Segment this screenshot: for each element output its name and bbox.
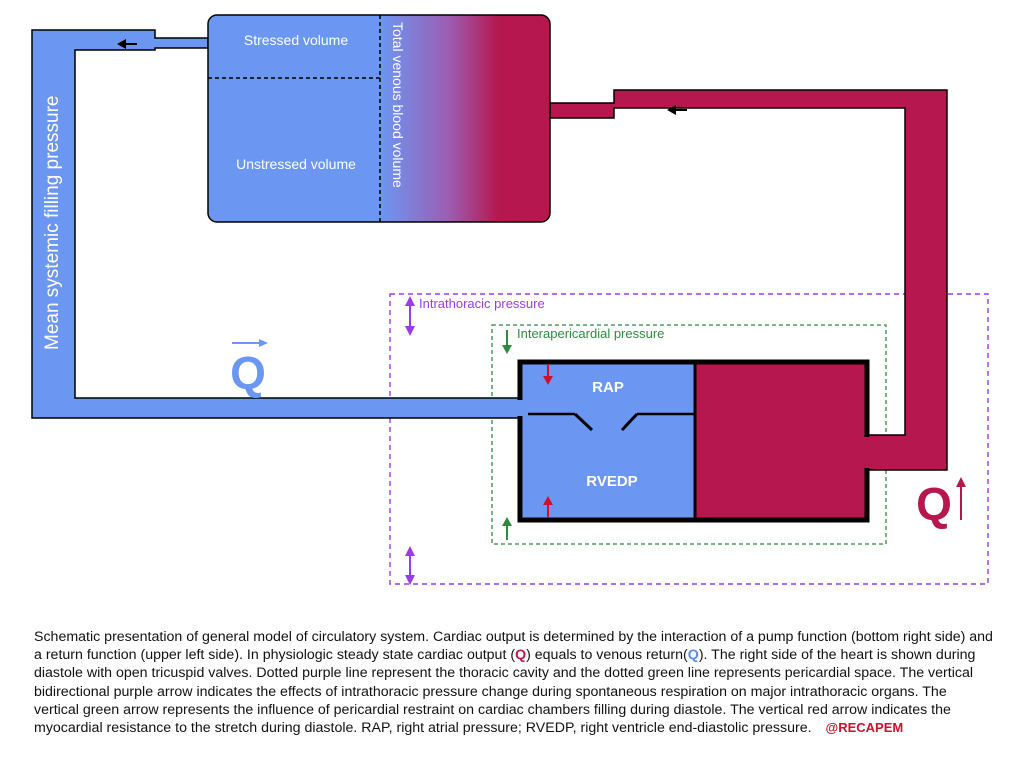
- bidirectional-arrow-icon: [405, 296, 415, 336]
- tricuspid-valve-left-leaflet: [573, 412, 594, 432]
- rap-label: RAP: [592, 379, 624, 396]
- right-arrow-icon: [232, 339, 268, 347]
- author-handle: @RECAPEM: [825, 720, 904, 736]
- up-arrow-icon: [543, 496, 553, 517]
- right-ventricle-chamber: [695, 362, 867, 520]
- caption-text: ) equals to venous return(: [526, 647, 688, 664]
- rvedp-label: RVEDP: [586, 473, 637, 490]
- caption-text: Schematic presentation of general model …: [34, 629, 993, 664]
- caption-text: ). The right side of the heart is shown …: [34, 647, 976, 737]
- left-arrow-icon: [117, 39, 137, 49]
- bidirectional-arrow-icon: [405, 546, 415, 585]
- up-arrow-icon: [956, 477, 966, 520]
- circulatory-model-diagram: Stressed volume Unstressed volume Total …: [31, 14, 989, 585]
- thoracic-cavity-outline: [389, 293, 989, 585]
- up-arrow-icon: [502, 517, 512, 540]
- caption-venous-return-symbol: Q: [687, 647, 699, 664]
- caption-cardiac-output-symbol: Q: [515, 647, 527, 664]
- venous-inflow-opening: [512, 400, 528, 416]
- down-arrow-icon: [502, 330, 512, 354]
- figure-caption: Schematic presentation of general model …: [34, 628, 994, 737]
- intrathoracic-pressure-label: Intrathoracic pressure: [419, 296, 545, 311]
- interapericardial-pressure-label: Interapericardial pressure: [517, 326, 664, 341]
- arterial-outflow-opening: [860, 437, 872, 468]
- mean-systemic-filling-pressure-label: Mean systemic filling pressure: [42, 96, 63, 350]
- cardiac-output-q-symbol: Q: [916, 478, 952, 530]
- down-arrow-icon: [543, 364, 553, 385]
- venous-reservoir: [207, 14, 551, 223]
- unstressed-volume-label: Unstressed volume: [236, 156, 356, 172]
- pericardial-space-outline: [491, 324, 887, 545]
- tricuspid-valve-right-leaflet: [620, 412, 639, 432]
- right-atrium-chamber: [520, 362, 695, 414]
- stressed-volume-label: Stressed volume: [244, 32, 348, 48]
- venous-return-q-symbol: Q: [230, 347, 266, 399]
- total-venous-blood-volume-label: Total venous blood volume: [390, 22, 406, 188]
- left-arrow-icon: [667, 105, 687, 115]
